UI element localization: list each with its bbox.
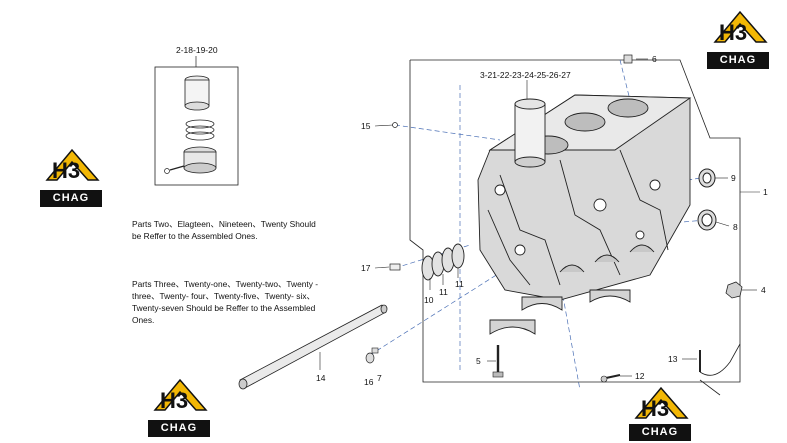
watermark-glyph: H3 <box>641 396 670 421</box>
callout-15: 15 <box>361 121 371 131</box>
callout-3-21-27: 3-21-22-23-24-25-26-27 <box>480 70 571 80</box>
callout-11b: 11 <box>439 287 448 297</box>
watermark-logo-left: H3 CHAG <box>40 146 102 210</box>
watermark-logo-shapes <box>45 10 768 419</box>
callout-1: 1 <box>763 187 768 197</box>
watermark-word: CHAG <box>707 52 769 69</box>
watermark-word: CHAG <box>629 424 691 441</box>
callout-7: 7 <box>377 373 382 383</box>
callout-14: 14 <box>316 373 326 383</box>
block-frame <box>409 59 741 383</box>
callout-6: 6 <box>652 54 657 64</box>
callout-2-18-19-20: 2-18-19-20 <box>176 45 218 55</box>
assembly-note-2: Parts Three、Twenty-one、Twenty-two、Twenty… <box>132 279 319 325</box>
callout-4: 4 <box>761 285 766 295</box>
assembly-note-1: Parts Two、Elagteen、Nineteen、Twenty Shoul… <box>132 219 316 241</box>
watermark-logo-bottom-left: H3 CHAG <box>148 376 210 440</box>
watermark-logo-bottom-right: H3 CHAG <box>629 384 691 442</box>
callout-5: 5 <box>476 356 481 366</box>
callout-9: 9 <box>731 173 736 183</box>
callout-10: 10 <box>424 295 434 305</box>
watermark-word: CHAG <box>40 190 102 207</box>
watermark-glyph: H3 <box>52 158 81 183</box>
watermark-word: CHAG <box>148 420 210 437</box>
subassembly-frame <box>154 66 239 186</box>
watermark-glyph: H3 <box>160 388 189 413</box>
callout-12: 12 <box>635 371 645 381</box>
callout-8: 8 <box>733 222 738 232</box>
callout-11a: 11 <box>455 279 464 289</box>
callout-16: 16 <box>364 377 374 387</box>
callout-17: 17 <box>361 263 371 273</box>
watermark-glyph: H3 <box>719 20 748 45</box>
callout-13: 13 <box>668 354 678 364</box>
watermark-logo-top-right: H3 CHAG <box>707 8 769 72</box>
cylinder-block <box>477 94 692 301</box>
